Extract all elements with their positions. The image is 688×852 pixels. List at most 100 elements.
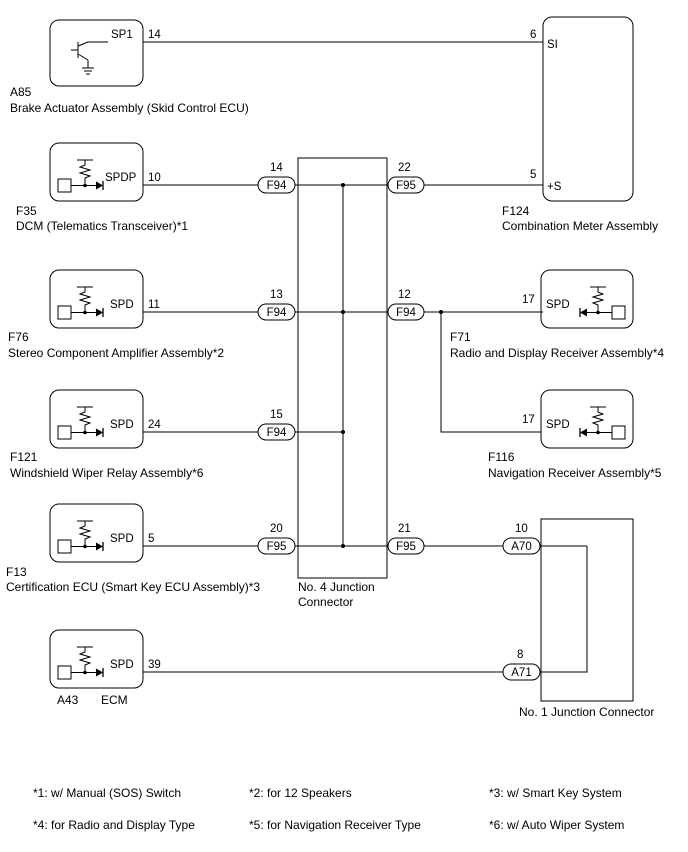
a43-box <box>49 629 144 689</box>
component-a85: SP1 14 A85 Brake Actuator Assembly (Skid… <box>10 19 249 115</box>
f13-terminal: SPD <box>110 533 134 545</box>
f76-name: Stereo Component Amplifier Assembly*2 <box>8 346 224 360</box>
component-f76: SPD 11 F76 Stereo Component Amplifier As… <box>8 269 224 360</box>
connector-a70-label: A70 <box>511 541 531 553</box>
component-f13: SPD 5 F13 Certification ECU (Smart Key E… <box>6 503 260 594</box>
f76-code: F76 <box>8 330 29 344</box>
f116-terminal: SPD <box>546 419 570 431</box>
pullup-diode-icon <box>57 406 104 440</box>
pullup-diode-icon <box>579 286 626 320</box>
f13-name: Certification ECU (Smart Key ECU Assembl… <box>6 580 260 594</box>
connector-left1-pin: 14 <box>270 162 283 174</box>
jc4-label-line2: Connector <box>298 595 353 609</box>
f116-pin: 17 <box>522 414 535 426</box>
junction-connector-4: No. 4 Junction Connector <box>297 157 388 609</box>
f71-code: F71 <box>450 330 471 344</box>
a85-box <box>49 19 144 87</box>
wire-f116 <box>440 312 541 433</box>
junction-connector-1: No. 1 Junction Connector <box>519 518 654 719</box>
f121-pin: 24 <box>148 419 161 431</box>
connector-right1: F95 22 <box>387 162 425 194</box>
footnote-3: *3: w/ Smart Key System <box>489 786 622 800</box>
f71-terminal: SPD <box>546 299 570 311</box>
component-f116: SPD 17 F116 Navigation Receiver Assembly… <box>488 389 662 480</box>
f124-pin-s: 5 <box>530 169 536 181</box>
a85-name: Brake Actuator Assembly (Skid Control EC… <box>10 101 249 115</box>
f124-code: F124 <box>502 204 530 218</box>
pullup-diode-icon <box>57 646 104 680</box>
pullup-diode-icon <box>579 406 626 440</box>
connector-a71-label: A71 <box>511 667 531 679</box>
footnote-1: *1: w/ Manual (SOS) Switch <box>33 786 181 800</box>
a85-pin: 14 <box>148 29 161 41</box>
connector-a70-pin: 10 <box>515 523 528 535</box>
connector-left3: F94 15 <box>257 409 296 441</box>
footnote-2: *2: for 12 Speakers <box>249 786 352 800</box>
f13-box <box>49 503 144 563</box>
f35-box <box>49 142 144 202</box>
footnotes: *1: w/ Manual (SOS) Switch *2: for 12 Sp… <box>33 786 624 832</box>
connector-left4-pin: 20 <box>270 523 283 535</box>
a43-pin: 39 <box>148 659 161 671</box>
f124-terminal-si: SI <box>547 39 558 51</box>
connector-left1: F94 14 <box>257 162 296 194</box>
jc4-box <box>297 157 388 579</box>
a85-code: A85 <box>10 85 32 99</box>
a43-code: A43 <box>57 693 79 707</box>
wire-jc1-internal <box>540 546 588 673</box>
f116-code: F116 <box>488 450 515 464</box>
connector-right1-label: F95 <box>396 180 416 192</box>
component-f71: SPD 17 F71 Radio and Display Receiver As… <box>450 269 664 360</box>
f121-name: Windshield Wiper Relay Assembly*6 <box>10 466 204 480</box>
connector-left3-label: F94 <box>267 427 287 439</box>
f116-name: Navigation Receiver Assembly*5 <box>488 466 662 480</box>
connector-left2: F94 13 <box>257 289 296 321</box>
f124-pin-si: 6 <box>530 29 536 41</box>
connector-right2: F94 12 <box>387 289 425 321</box>
footnote-6: *6: w/ Auto Wiper System <box>489 818 624 832</box>
transistor-icon <box>71 41 108 75</box>
jc4-label-line1: No. 4 Junction <box>298 580 375 594</box>
f124-box <box>542 16 634 202</box>
f121-terminal: SPD <box>110 419 134 431</box>
connector-a71-pin: 8 <box>517 649 523 661</box>
wires <box>143 41 588 673</box>
f13-code: F13 <box>6 565 27 579</box>
f124-name: Combination Meter Assembly <box>502 219 658 233</box>
f76-pin: 11 <box>148 299 160 311</box>
f116-box <box>540 389 634 449</box>
f121-code: F121 <box>10 450 38 464</box>
f76-box <box>49 269 144 329</box>
f35-code: F35 <box>16 204 37 218</box>
f124-terminal-s: +S <box>547 181 562 193</box>
pullup-diode-icon <box>57 159 104 193</box>
connector-right4: F95 21 <box>387 523 425 555</box>
f71-name: Radio and Display Receiver Assembly*4 <box>450 346 664 360</box>
f71-pin: 17 <box>522 294 535 306</box>
connector-left2-label: F94 <box>267 307 287 319</box>
a85-terminal: SP1 <box>111 29 133 41</box>
component-a43: SPD 39 A43 ECM <box>49 629 161 707</box>
connector-a70: A70 10 <box>502 523 541 555</box>
connector-right2-pin: 12 <box>398 289 411 301</box>
connector-right2-label: F94 <box>396 307 416 319</box>
connector-right4-pin: 21 <box>398 523 411 535</box>
f35-pin: 10 <box>148 172 161 184</box>
a43-terminal: SPD <box>110 659 134 671</box>
f13-pin: 5 <box>148 533 154 545</box>
connector-right4-label: F95 <box>396 541 416 553</box>
component-f35: SPDP 10 F35 DCM (Telematics Transceiver)… <box>16 142 188 233</box>
f35-terminal: SPDP <box>105 172 137 184</box>
component-f124: SI 6 +S 5 F124 Combination Meter Assembl… <box>502 16 658 233</box>
connector-left2-pin: 13 <box>270 289 283 301</box>
footnote-5: *5: for Navigation Receiver Type <box>249 818 421 832</box>
f121-box <box>49 389 144 449</box>
connector-left4-label: F95 <box>267 541 287 553</box>
connector-left4: F95 20 <box>257 523 296 555</box>
connector-a71: A71 8 <box>502 649 541 681</box>
connector-left3-pin: 15 <box>270 409 283 421</box>
f35-name: DCM (Telematics Transceiver)*1 <box>16 219 188 233</box>
jc1-box <box>540 518 634 702</box>
connector-left1-label: F94 <box>267 180 287 192</box>
f71-box <box>540 269 634 329</box>
